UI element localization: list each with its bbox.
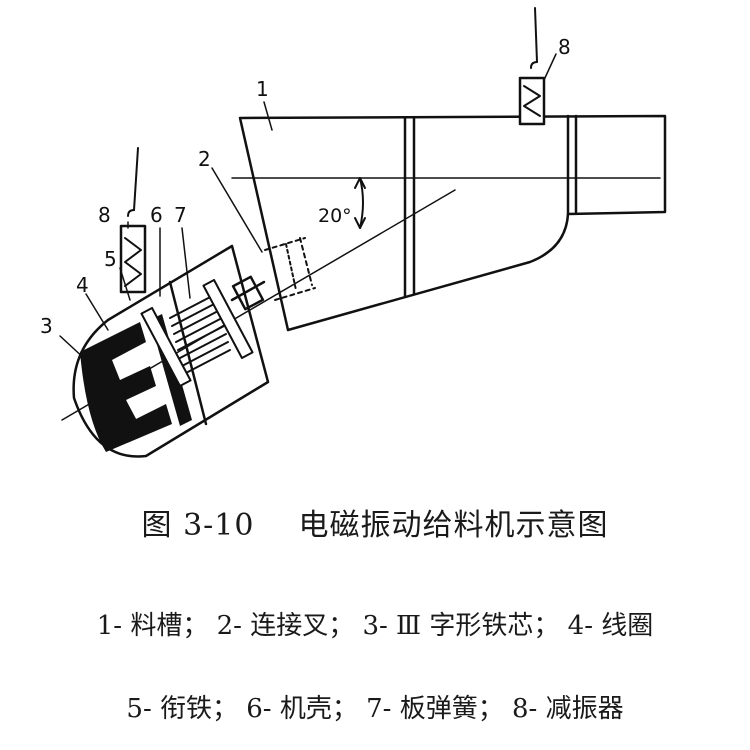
label-part-1: 1 xyxy=(256,77,269,101)
label-part-2: 2 xyxy=(198,147,211,171)
legend-line-2: 5- 衔铁； 6- 机壳； 7- 板弹簧； 8- 减振器 xyxy=(126,694,624,724)
connecting-rod xyxy=(230,275,266,311)
figure-number: 图 3-10 xyxy=(141,508,255,543)
damper-right xyxy=(518,7,546,126)
figure-title: 电磁振动给料机示意图 xyxy=(298,508,609,543)
figure-caption: 图 3-10 电磁振动给料机示意图 xyxy=(0,500,750,544)
label-part-7: 7 xyxy=(174,203,187,227)
damper-left xyxy=(119,147,147,294)
label-part-8-right: 8 xyxy=(558,35,571,59)
label-part-6: 6 xyxy=(150,203,163,227)
coil xyxy=(88,358,141,434)
legend-line-1: 1- 料槽； 2- 连接叉； 3- Ⅲ 字形铁芯； 4- 线圈 xyxy=(96,611,654,641)
angle-arc xyxy=(359,177,364,229)
angle-arrow-top xyxy=(354,177,366,189)
angle-label: 20° xyxy=(318,205,352,227)
e-shaped-core xyxy=(80,322,172,452)
label-part-4: 4 xyxy=(76,273,89,297)
label-part-3: 3 xyxy=(40,314,53,338)
feeder-schematic: 1 2 3 4 5 6 7 8 8 20° xyxy=(40,7,667,458)
label-part-8-left: 8 xyxy=(98,203,111,227)
connecting-fork xyxy=(264,237,316,301)
label-part-5: 5 xyxy=(104,247,117,271)
trough xyxy=(238,114,667,332)
angle-arrow-bottom xyxy=(354,217,366,229)
leader-lines xyxy=(59,53,557,361)
leaf-springs xyxy=(140,278,254,388)
